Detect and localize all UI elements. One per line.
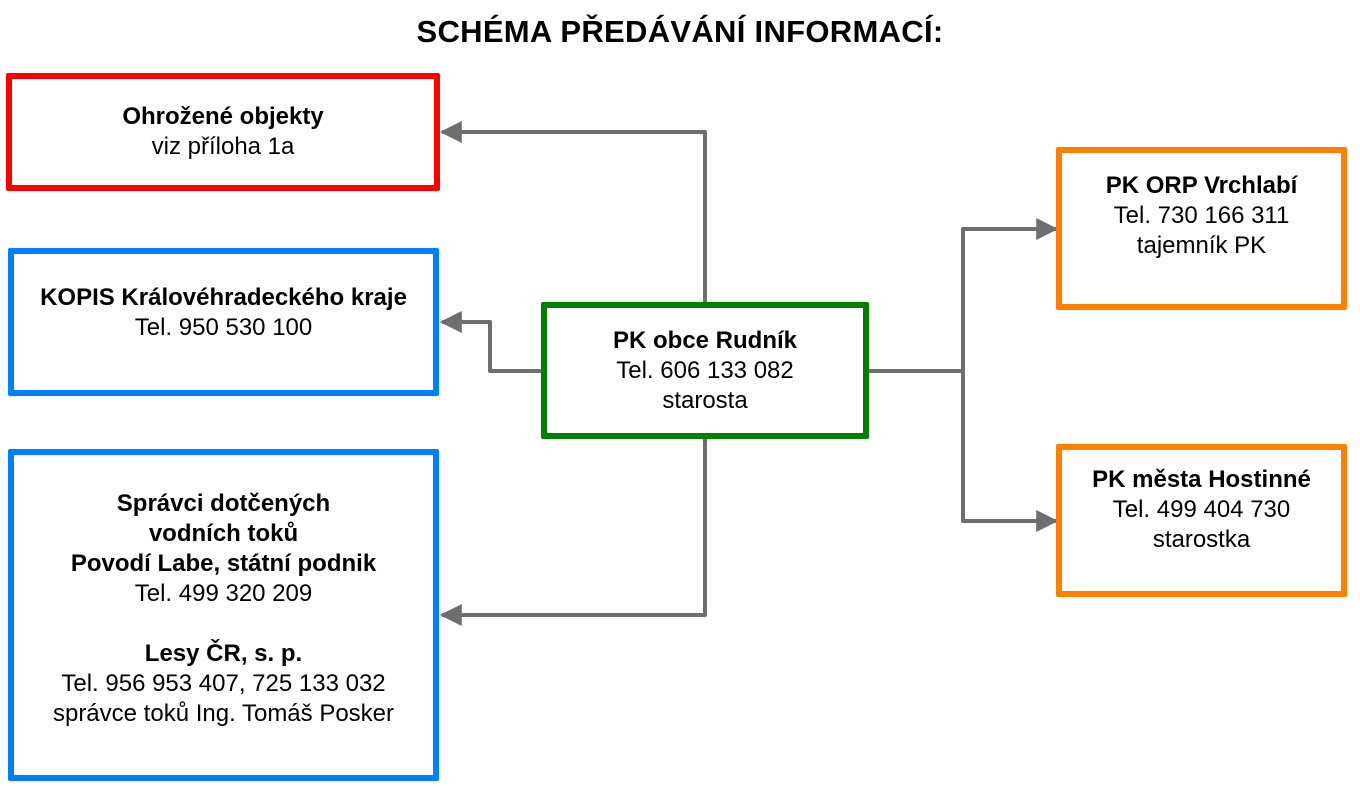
node-role: starostka	[1152, 525, 1251, 553]
node-title: PK obce Rudník	[612, 326, 798, 354]
node-title-line: vodních toků	[148, 520, 299, 547]
node-role: tajemník PK	[1136, 231, 1267, 259]
node-kopis: KOPIS Královéhradeckého kraje Tel. 950 5…	[8, 248, 439, 396]
node-title-line: Správci dotčených	[116, 490, 331, 517]
node-second-phone: Tel. 956 953 407, 725 133 032	[61, 670, 386, 697]
node-phone: Tel. 499 320 209	[134, 580, 313, 607]
edge-center-to-ohrozene	[439, 121, 707, 303]
node-line: viz příloha 1a	[151, 133, 295, 160]
edge-center-to-kopis	[439, 311, 543, 373]
edge-center-to-hostinne	[961, 371, 1059, 532]
node-second-title: Lesy ČR, s. p.	[144, 640, 303, 667]
node-ohrozene-objekty: Ohrožené objekty viz příloha 1a	[6, 73, 440, 191]
node-title-line: Povodí Labe, státní podnik	[70, 550, 377, 577]
diagram-title: SCHÉMA PŘEDÁVÁNÍ INFORMACÍ:	[416, 14, 944, 49]
node-phone: Tel. 950 530 100	[134, 314, 313, 341]
node-role: starosta	[662, 386, 748, 414]
node-spravci-toku: Správci dotčených vodních toků Povodí La…	[8, 449, 439, 781]
node-second-contact: správce toků Ing. Tomáš Posker	[52, 700, 395, 727]
node-phone: Tel. 606 133 082	[616, 356, 794, 384]
edge-center-to-vrchlabi	[961, 218, 1059, 371]
node-phone: Tel. 499 404 730	[1112, 495, 1291, 523]
node-title: PK ORP Vrchlabí	[1105, 171, 1298, 199]
node-pk-orp-vrchlabi: PK ORP Vrchlabí Tel. 730 166 311 tajemní…	[1056, 147, 1347, 310]
node-title: KOPIS Královéhradeckého kraje	[40, 284, 407, 311]
node-pk-mesta-hostinne: PK města Hostinné Tel. 499 404 730 staro…	[1056, 444, 1347, 597]
edge-center-to-spravci	[439, 437, 707, 626]
node-title: PK města Hostinné	[1092, 465, 1311, 493]
node-phone: Tel. 730 166 311	[1113, 201, 1290, 229]
node-title: Ohrožené objekty	[122, 103, 324, 130]
node-pk-obce-rudnik: PK obce Rudník Tel. 606 133 082 starosta	[541, 302, 869, 439]
